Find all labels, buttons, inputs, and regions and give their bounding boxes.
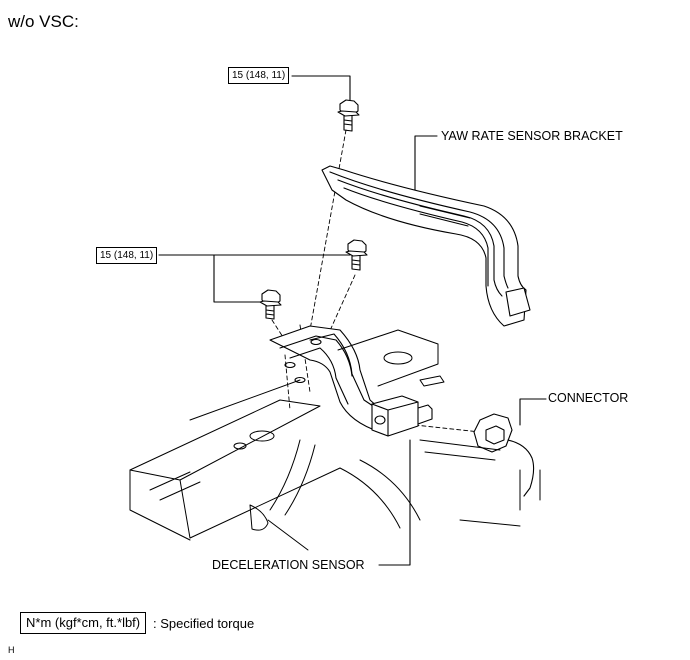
alignment-lines — [271, 129, 481, 433]
label-yaw-rate-sensor-bracket: YAW RATE SENSOR BRACKET — [441, 129, 623, 143]
deceleration-sensor — [371, 395, 433, 437]
vehicle-body-structure — [129, 329, 541, 551]
sensor-mount-bracket — [269, 325, 391, 433]
label-deceleration-sensor: DECELERATION SENSOR — [212, 558, 365, 572]
legend-description: : Specified torque — [153, 616, 255, 631]
torque-spec-left: 15 (148, 11) — [96, 247, 158, 264]
yaw-rate-sensor-bracket — [321, 165, 531, 327]
bolt-left-lower — [259, 289, 282, 320]
bolt-top — [337, 99, 360, 132]
bolt-left-upper — [345, 239, 368, 271]
connector — [473, 413, 535, 497]
leader-lines — [158, 75, 547, 566]
page-title: w/o VSC: — [8, 12, 79, 31]
label-connector: CONNECTOR — [548, 391, 629, 405]
torque-spec-top: 15 (148, 11) — [228, 67, 290, 84]
legend-torque-unit: N*m (kgf*cm, ft.*lbf) — [20, 612, 147, 634]
footnote-code: H — [8, 645, 15, 655]
